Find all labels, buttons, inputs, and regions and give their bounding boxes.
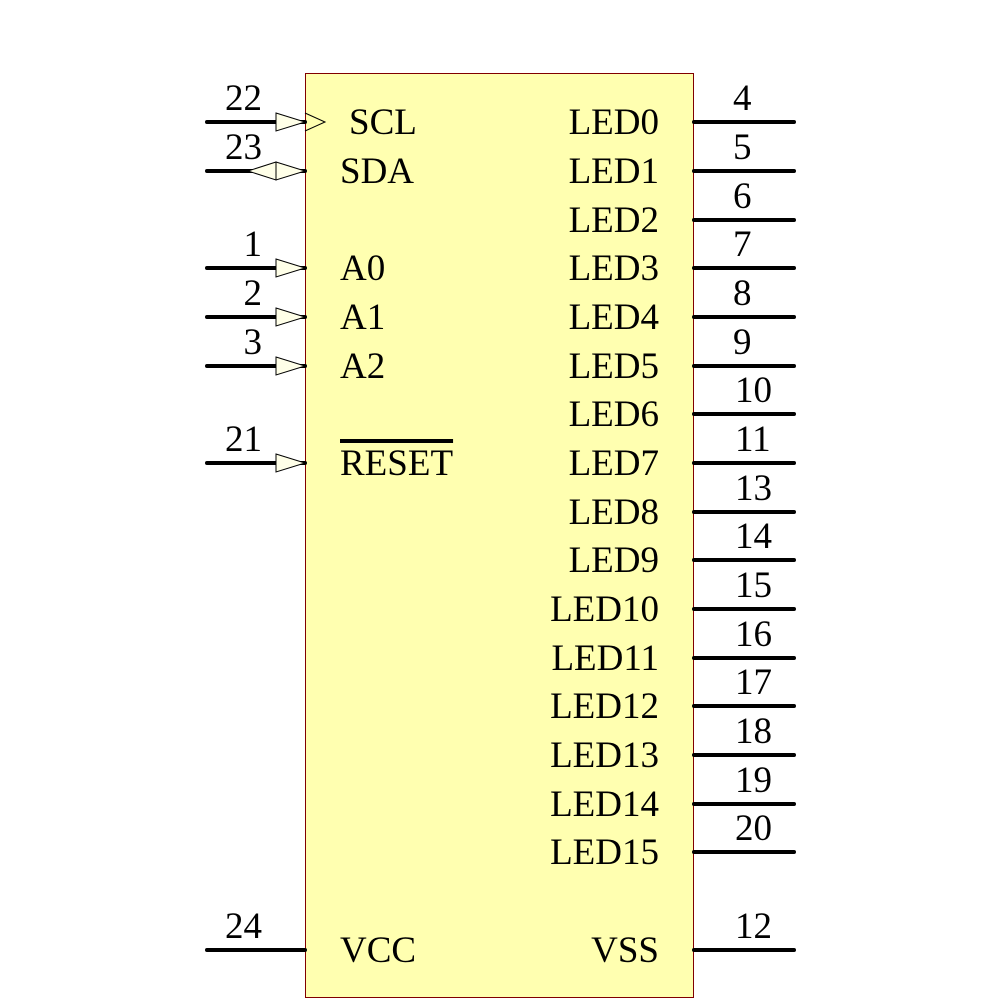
- pin-name-reset: RESET: [340, 443, 454, 484]
- pin-number-17: 17: [735, 662, 772, 703]
- pin-name-led1: LED1: [568, 151, 659, 192]
- input-arrow-icon: [275, 258, 307, 278]
- input-arrow-icon: [275, 453, 307, 473]
- pin-number-10: 10: [735, 370, 772, 411]
- pin-number-20: 20: [735, 808, 772, 849]
- pin-number-13: 13: [735, 468, 772, 509]
- pin-number-6: 6: [733, 176, 752, 217]
- input-arrow-icon: [275, 161, 307, 181]
- pin-name-scl: SCL: [349, 102, 417, 143]
- pin-name-led4: LED4: [568, 297, 659, 338]
- pin-number-3: 3: [243, 322, 263, 363]
- pin-name-a1: A1: [340, 297, 386, 338]
- pin-number-22: 22: [225, 78, 262, 119]
- pin-name-led0: LED0: [568, 102, 659, 143]
- pin-name-led15: LED15: [550, 832, 659, 873]
- input-arrow-icon: [275, 356, 307, 376]
- clock-triangle-icon: [304, 112, 327, 132]
- pin-name-led3: LED3: [568, 248, 659, 289]
- pin-number-2: 2: [243, 273, 263, 314]
- pin-name-led2: LED2: [568, 200, 659, 241]
- pin-name-led9: LED9: [568, 540, 659, 581]
- pin-name-led6: LED6: [568, 394, 659, 435]
- pin-name-led11: LED11: [551, 638, 659, 679]
- pin-number-21: 21: [225, 419, 262, 460]
- pin-number-12: 12: [735, 906, 772, 947]
- pin-number-4: 4: [733, 78, 752, 119]
- pin-name-vss: VSS: [591, 930, 659, 971]
- pin-name-led14: LED14: [550, 784, 659, 825]
- pin-number-5: 5: [733, 127, 752, 168]
- pin-number-18: 18: [735, 711, 772, 752]
- output-arrow-icon: [246, 161, 277, 181]
- pin-number-9: 9: [733, 322, 752, 363]
- pin-number-11: 11: [735, 419, 771, 460]
- pin-name-a0: A0: [340, 248, 386, 289]
- pin-number-23: 23: [225, 127, 262, 168]
- pin-name-led7: LED7: [568, 443, 659, 484]
- pin-name-led8: LED8: [568, 492, 659, 533]
- pin-number-14: 14: [735, 516, 772, 557]
- input-arrow-icon: [275, 307, 307, 327]
- pin-number-8: 8: [733, 273, 752, 314]
- pin-name-led10: LED10: [550, 589, 659, 630]
- pin-name-sda: SDA: [340, 151, 415, 192]
- pin-name-led13: LED13: [550, 735, 659, 776]
- pin-name-led12: LED12: [550, 686, 659, 727]
- pin-name-a2: A2: [340, 346, 386, 387]
- pin-number-19: 19: [735, 760, 772, 801]
- pin-number-1: 1: [243, 224, 263, 265]
- ic-body: [305, 73, 694, 998]
- pin-number-16: 16: [735, 614, 772, 655]
- pin-name-vcc: VCC: [340, 930, 417, 971]
- pin-number-15: 15: [735, 565, 772, 606]
- input-arrow-icon: [275, 112, 307, 132]
- pin-number-24: 24: [225, 906, 262, 947]
- pin-name-led5: LED5: [568, 346, 659, 387]
- pin-number-7: 7: [733, 224, 752, 265]
